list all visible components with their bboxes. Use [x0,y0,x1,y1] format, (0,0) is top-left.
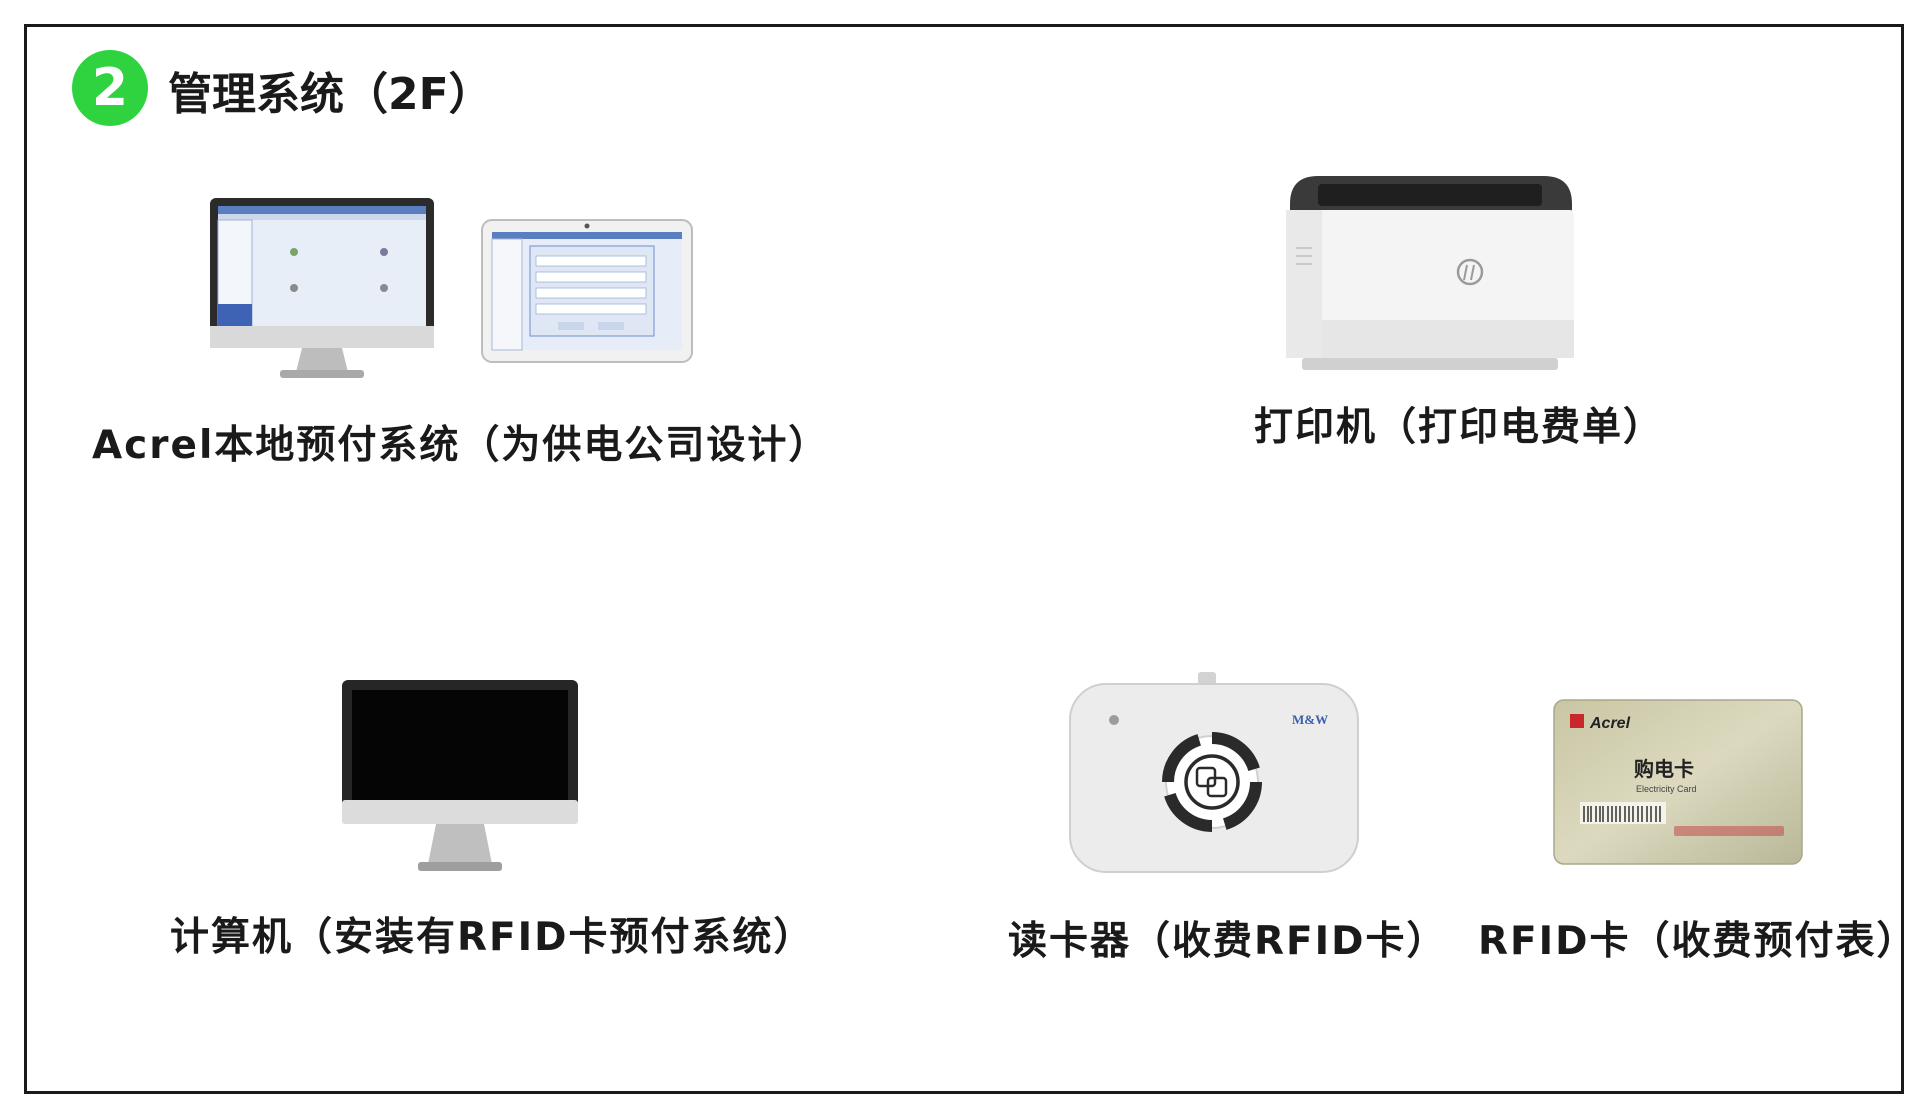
rfid-card-icon: Acrel 购电卡 Electricity Card [1553,699,1803,865]
section-title: 管理系统（2F） [168,69,493,120]
tablet-icon [481,219,693,363]
card-reader-brand: M&W [1292,712,1328,727]
computer-monitor-icon [342,680,578,871]
caption-local-prepay-system: Acrel本地预付系统（为供电公司设计） [92,423,830,468]
card-title: 购电卡 [1634,757,1694,781]
caption-card-reader: 读卡器（收费RFID卡） [1008,919,1448,964]
caption-rfid-card: RFID卡（收费预付表） [1478,919,1918,964]
caption-printer: 打印机（打印电费单） [1254,405,1665,450]
diagram-frame [24,24,1904,1094]
printer-icon [1286,176,1574,370]
card-reader-icon: M&W [1069,672,1359,873]
caption-computer: 计算机（安装有RFID卡预付系统） [170,915,815,960]
step-badge: 2 [72,50,148,126]
card-brand: Acrel [1589,715,1631,732]
desktop-monitor-icon [210,198,434,378]
card-subtitle: Electricity Card [1636,784,1697,794]
